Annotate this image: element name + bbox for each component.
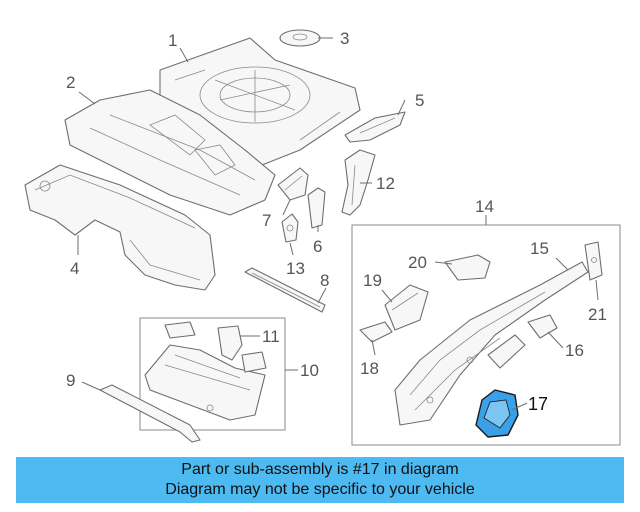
callout-5: 5 [415,91,424,110]
part-16-bracket [527,314,558,339]
callout-1: 1 [168,31,177,50]
part-18-bracket [359,321,393,343]
part-6-bracket [307,187,326,229]
banner-line-2: Diagram may not be specific to your vehi… [165,481,475,498]
leader-lines [77,37,599,411]
callout-6: 6 [313,237,322,256]
callout-15: 15 [530,239,549,258]
group-14-box [351,215,621,446]
callout-18: 18 [360,359,379,378]
callout-3: 3 [340,29,349,48]
callout-21: 21 [588,305,607,324]
parts-diagram: 1 2 3 4 5 6 7 8 9 10 11 12 13 14 15 16 1… [24,29,621,446]
part-12-pillar-reinforcement [341,149,376,216]
callout-labels: 1 2 3 4 5 6 7 8 9 10 11 12 13 14 15 16 1… [66,29,607,414]
part-20-bracket [444,254,491,281]
callout-14: 14 [475,197,494,216]
callout-7: 7 [262,211,271,230]
part-4-crossmember-panel [24,164,216,291]
part-7-bracket [277,167,309,201]
part-17-highlighted[interactable] [475,389,519,438]
info-banner: Part or sub-assembly is #17 in diagram D… [16,457,624,503]
part-21-bracket [584,241,603,281]
banner-line-1: Part or sub-assembly is #17 in diagram [181,461,459,478]
callout-4: 4 [70,259,79,278]
part-19-gusset [384,284,429,331]
part-2-center-floor [64,89,276,216]
part-8-rail [244,267,326,313]
part-5-bracket [344,111,406,143]
callout-10: 10 [300,361,319,380]
part-extra-member [487,334,526,369]
callout-16: 16 [565,341,584,360]
part-13-plate [281,213,299,243]
callout-9: 9 [66,371,75,390]
callout-17[interactable]: 17 [528,394,548,414]
callout-13: 13 [286,259,305,278]
part-9-sill-strip [81,381,201,443]
part-11-brackets [164,321,267,373]
group-10-box [139,317,298,431]
callout-12: 12 [376,174,395,193]
callout-8: 8 [320,271,329,290]
callout-20: 20 [408,253,427,272]
part-3-grommet [279,29,321,47]
callout-11: 11 [262,327,280,346]
part-15-side-member [394,261,589,426]
callout-19: 19 [363,271,382,290]
callout-2: 2 [66,73,75,92]
part-10-floor-panel [144,344,266,421]
